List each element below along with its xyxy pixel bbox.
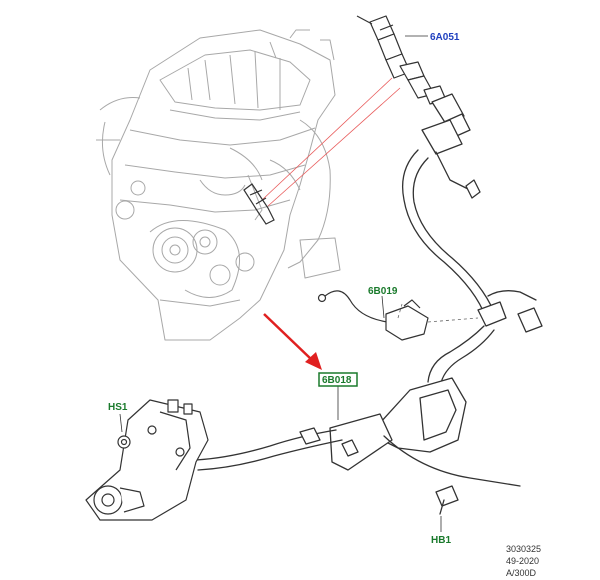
engine-illustration: [96, 29, 341, 341]
diagram-labels: 6A051 6B019 6B018 HS1 HB1 3030325 49-202…: [108, 32, 541, 578]
callout-6b019: 6B019: [368, 286, 398, 297]
left-bracket: [85, 399, 209, 521]
sensor-6b019: [317, 290, 429, 341]
callout-hs1: HS1: [108, 402, 128, 413]
callout-6a051: 6A051: [430, 32, 460, 43]
red-arrow: [263, 313, 322, 370]
callout-6b018: 6B018: [322, 375, 352, 386]
engine-connector: [243, 183, 275, 225]
reference-line-1: 3030325: [506, 544, 541, 554]
reference-line-3: A/300D: [506, 568, 537, 578]
reference-line-2: 49-2020: [506, 556, 539, 566]
sensor-6a051: [356, 15, 447, 105]
wiring-harness: [195, 93, 543, 515]
pointer-lines: [261, 77, 401, 207]
callout-6b018-box: [318, 372, 358, 387]
callout-leaders: [119, 35, 442, 532]
callout-hb1: HB1: [431, 535, 451, 546]
leader-lines: [397, 303, 479, 323]
